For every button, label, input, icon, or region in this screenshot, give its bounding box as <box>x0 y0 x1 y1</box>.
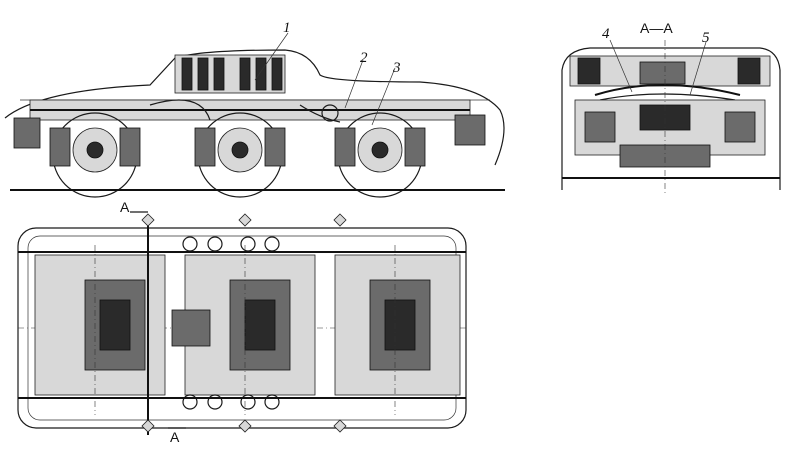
wheelset-1 <box>49 112 141 198</box>
plan-view: A A <box>17 199 467 445</box>
cut-label-top: A <box>120 199 130 215</box>
label-3: 3 <box>392 60 401 76</box>
cut-label-bottom: A <box>170 429 180 445</box>
label-1: 1 <box>283 20 291 36</box>
section-title: A—A <box>640 20 673 36</box>
central-spring-box <box>174 54 286 94</box>
label-5: 5 <box>702 30 710 46</box>
label-2: 2 <box>360 50 368 66</box>
central-pivot <box>171 309 211 347</box>
wheelset-3 <box>334 112 426 198</box>
side-view: 1 2 3 <box>4 20 505 198</box>
wheelset-2 <box>194 112 286 198</box>
label-4: 4 <box>602 26 610 42</box>
plan-axle-3 <box>334 245 461 415</box>
plan-axle-1 <box>34 245 166 415</box>
section-view: A—A 4 5 <box>561 20 781 195</box>
